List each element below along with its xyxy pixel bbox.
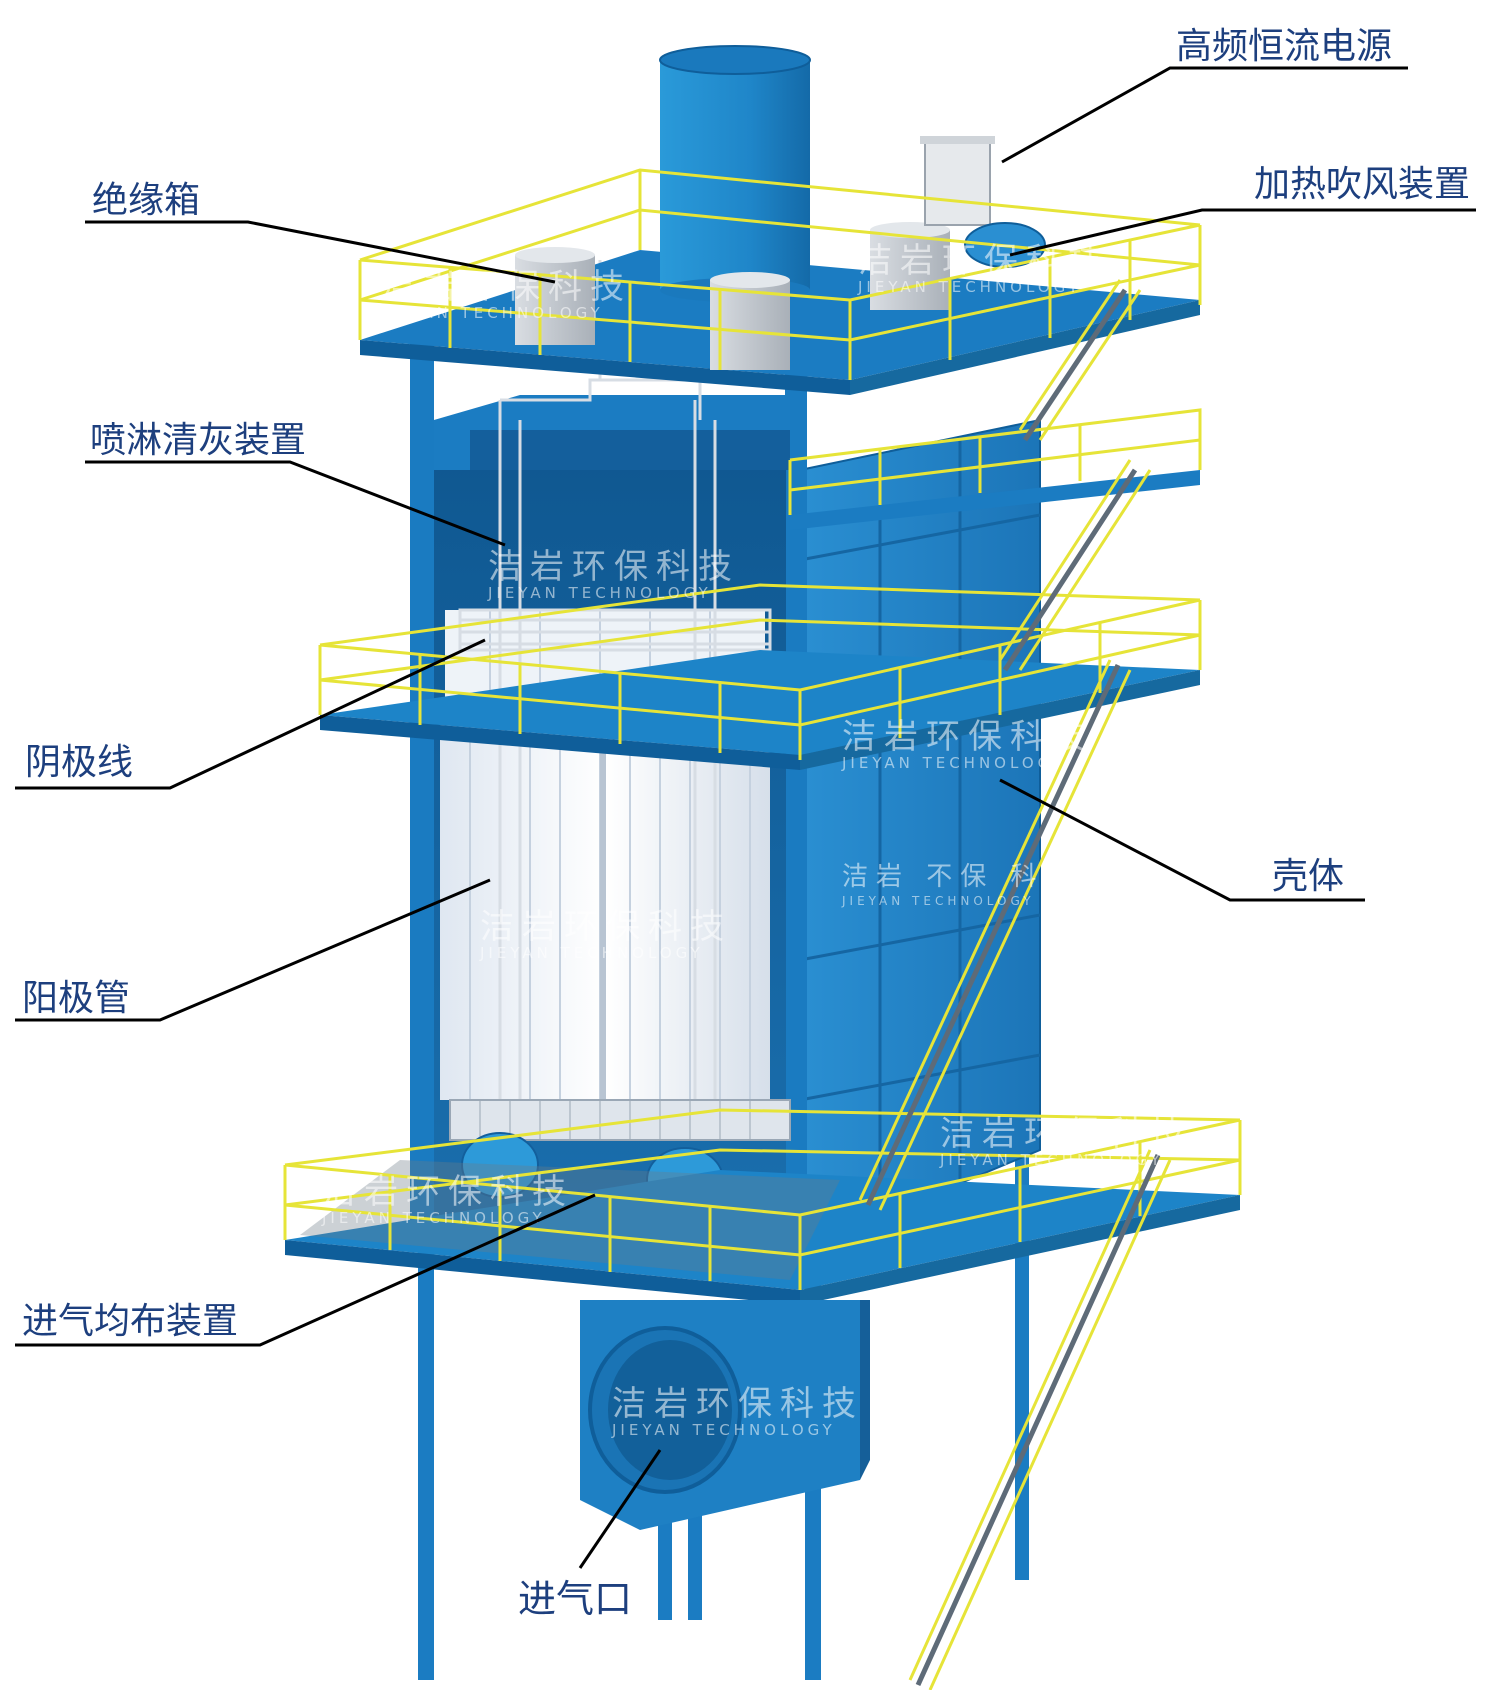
svg-text:JIEYAN TECHNOLOGY: JIEYAN TECHNOLOGY bbox=[611, 1421, 836, 1439]
leader-anode-tube bbox=[15, 878, 491, 1022]
svg-text:JIEYAN TECHNOLOGY: JIEYAN TECHNOLOGY bbox=[487, 584, 712, 602]
leader-insulation-box bbox=[85, 220, 556, 284]
label-power-supply: 高频恒流电源 bbox=[1176, 26, 1392, 67]
staircases bbox=[858, 279, 1172, 1690]
svg-text:洁岩环保科技: 洁岩环保科技 bbox=[380, 267, 632, 307]
svg-text:洁岩环保科技: 洁岩环保科技 bbox=[480, 907, 732, 947]
svg-text:洁岩 不保 科技: 洁岩 不保 科技 bbox=[842, 862, 1079, 892]
svg-text:洁岩环保科技: 洁岩环保科技 bbox=[612, 1384, 864, 1424]
gas-inlet-duct bbox=[580, 1300, 870, 1530]
leader-spray-cleaning bbox=[85, 460, 506, 547]
watermarks: 洁岩环保科技 JIEYAN TECHNOLOGY 洁岩环保科技 JIEYAN T… bbox=[321, 241, 1192, 1439]
leader-heating-blower bbox=[1009, 208, 1476, 257]
svg-text:洁岩环保科技: 洁岩环保科技 bbox=[842, 717, 1094, 757]
label-cathode-wire: 阴极线 bbox=[25, 742, 133, 783]
middle-platform bbox=[320, 650, 1200, 770]
label-anode-tube: 阳极管 bbox=[22, 978, 130, 1019]
power-supply-cabinet bbox=[920, 136, 995, 226]
leader-power-supply bbox=[1001, 66, 1408, 164]
svg-text:JIEYAN TECHNOLOGY: JIEYAN TECHNOLOGY bbox=[321, 1209, 546, 1227]
svg-text:洁岩环保科技: 洁岩环保科技 bbox=[322, 1172, 574, 1212]
railings bbox=[283, 168, 1242, 1290]
upper-side-platform bbox=[790, 470, 1200, 530]
svg-text:JIEYAN TECHNOLOGY: JIEYAN TECHNOLOGY bbox=[939, 1151, 1164, 1169]
bottom-platform bbox=[285, 1160, 1240, 1305]
svg-text:JIEYAN TECHNOLOGY: JIEYAN TECHNOLOGY bbox=[379, 304, 604, 322]
svg-text:JIEYAN TECHNOLOGY: JIEYAN TECHNOLOGY bbox=[841, 754, 1066, 772]
svg-text:JIEYAN TECHNOLOGY: JIEYAN TECHNOLOGY bbox=[841, 894, 1035, 908]
svg-text:洁岩环保科技: 洁岩环保科技 bbox=[940, 1114, 1192, 1154]
leader-gas-distribution bbox=[15, 1193, 596, 1347]
leader-cathode-wire bbox=[15, 638, 486, 790]
label-shell: 壳体 bbox=[1272, 856, 1344, 897]
svg-text:洁岩环保科技: 洁岩环保科技 bbox=[858, 241, 1110, 281]
label-insulation-box: 绝缘箱 bbox=[92, 180, 200, 221]
leader-lines bbox=[15, 66, 1476, 1569]
svg-text:JIEYAN TECHNOLOGY: JIEYAN TECHNOLOGY bbox=[479, 944, 704, 962]
label-gas-distribution: 进气均布装置 bbox=[22, 1301, 238, 1342]
leader-gas-inlet bbox=[578, 1449, 662, 1569]
svg-text:洁岩环保科技: 洁岩环保科技 bbox=[488, 547, 740, 587]
label-gas-inlet: 进气口 bbox=[518, 1577, 632, 1621]
label-heating-blower: 加热吹风装置 bbox=[1254, 164, 1470, 205]
label-spray-cleaning: 喷淋清灰装置 bbox=[90, 420, 306, 461]
labels: 高频恒流电源 绝缘箱 加热吹风装置 喷淋清灰装置 阴极线 壳体 阳极管 进气均布… bbox=[22, 26, 1470, 1621]
svg-text:JIEYAN TECHNOLOGY: JIEYAN TECHNOLOGY bbox=[857, 278, 1082, 296]
leader-shell bbox=[999, 778, 1365, 902]
